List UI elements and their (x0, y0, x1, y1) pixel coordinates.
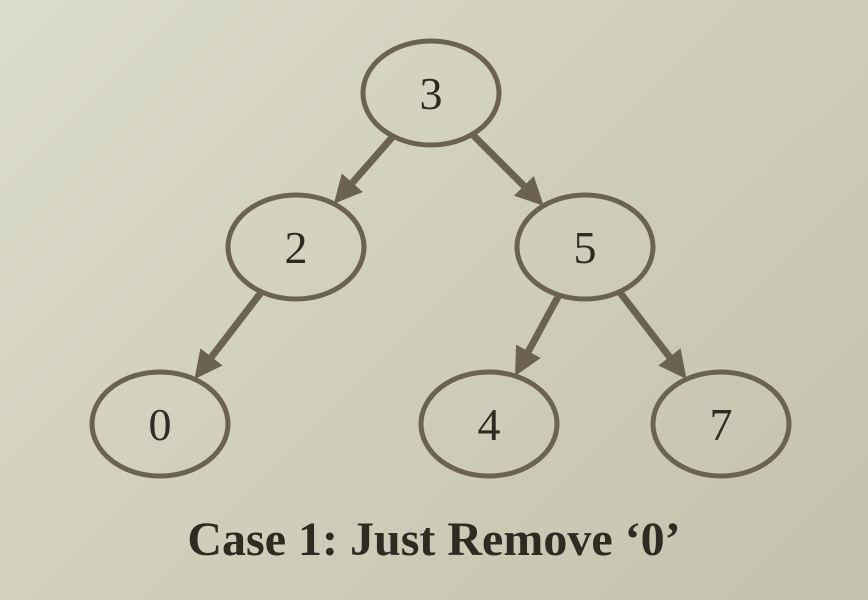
tree-edges (194, 131, 687, 380)
edge-n5-n7 (616, 289, 687, 380)
node-label: 3 (420, 68, 443, 119)
arrowhead (194, 348, 223, 380)
tree-node-7: 7 (650, 369, 792, 479)
edge-line (469, 131, 528, 190)
tree-node-2: 2 (225, 192, 367, 302)
node-ellipse (650, 369, 792, 479)
edge-line (616, 289, 674, 361)
node-label: 5 (574, 222, 597, 273)
tree-node-3: 3 (360, 38, 502, 148)
node-ellipse (418, 369, 560, 479)
arrowhead (333, 173, 363, 204)
arrowhead (658, 348, 687, 380)
node-label: 0 (149, 399, 172, 450)
tree-node-4: 4 (418, 369, 560, 479)
node-ellipse (89, 369, 231, 479)
node-ellipse (225, 192, 367, 302)
edge-n2-n0 (194, 289, 265, 380)
slide-caption: Case 1: Just Remove ‘0’ (187, 513, 681, 566)
edge-line (207, 289, 265, 361)
arrowhead (515, 344, 541, 376)
edge-n3-n5 (469, 131, 544, 206)
edge-n5-n4 (515, 293, 563, 376)
edge-line (348, 133, 396, 187)
tree-node-5: 5 (514, 192, 656, 302)
node-label: 2 (285, 222, 308, 273)
binary-search-tree-diagram: 3 2 5 0 4 7 (89, 38, 792, 479)
node-ellipse (514, 192, 656, 302)
node-label: 7 (710, 399, 733, 450)
node-ellipse (360, 38, 502, 148)
arrowhead (513, 175, 544, 206)
edge-n3-n2 (333, 133, 396, 204)
node-label: 4 (478, 399, 501, 450)
tree-nodes: 3 2 5 0 4 7 (89, 38, 792, 479)
edge-line (524, 293, 563, 355)
tree-node-0: 0 (89, 369, 231, 479)
